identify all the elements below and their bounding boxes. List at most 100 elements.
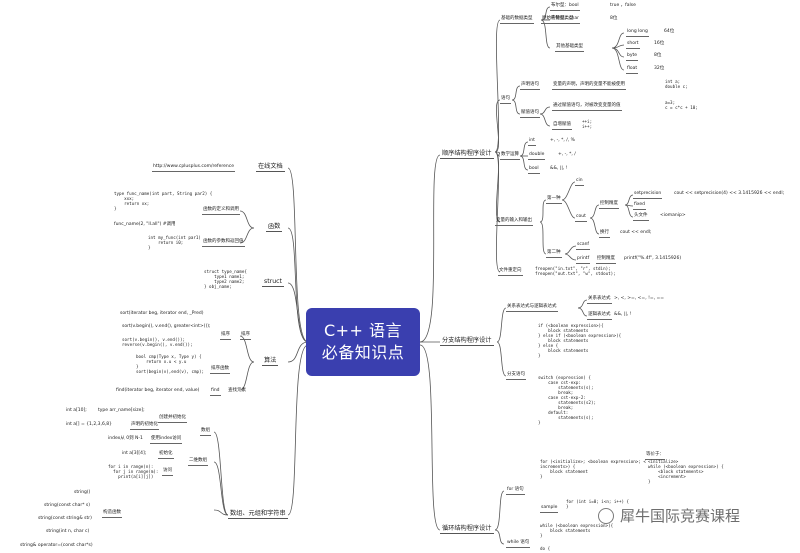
io-ctrl: 控制精度: [599, 201, 619, 209]
watermark: 犀牛国际竞赛课程: [598, 505, 798, 531]
struct-topic: struct: [262, 278, 284, 287]
file-code: freopen("in.txt", "r", stdin); freopen("…: [535, 266, 616, 276]
op-bool-list: &&, ||, !: [550, 166, 568, 171]
rel-node: 关系表达式与逻辑表达式: [506, 304, 558, 312]
logic-expr-ops: &&, ||, !: [614, 312, 632, 317]
array-2d-decl: int a[3][4];: [122, 451, 147, 456]
int-type-bits: 16位: [654, 41, 665, 46]
array-topic: 数组、元组和字符串: [228, 510, 288, 519]
sort-node: 排序: [240, 332, 251, 340]
array-node: 数组: [200, 428, 211, 436]
loop-topic: 循环结构程序设计: [440, 525, 494, 534]
func-call-code: func_name(2, "ll.all") #调用: [114, 222, 176, 227]
logic-expr: 逻辑表达式: [587, 312, 612, 320]
sort-cmp-code: bool cmp(Type x, Type y) { return x.u < …: [136, 354, 205, 374]
int-type-bits: 32位: [654, 66, 665, 71]
central-topic: C++ 语言 必备知识点: [306, 308, 420, 376]
op-double: double: [528, 152, 546, 160]
int-type-name: byte: [626, 53, 639, 61]
io-endl: 换行: [599, 230, 610, 238]
io-printf-code: printf("%.4f", 3.1415926): [624, 256, 682, 261]
sort-sig: sort(iterator beg, iterator end, _Pred): [120, 311, 204, 316]
find-sig: find(iterator beg, iterator end, value): [116, 388, 200, 393]
find-desc: 查找元素: [228, 388, 246, 393]
sample-code: for (int i=0; i<n; i++) { }: [566, 499, 630, 509]
ops-node: 数学运算: [500, 152, 520, 160]
docs-topic: 在线文档: [256, 163, 285, 172]
array-index-node: 使用index访问: [150, 436, 183, 444]
op-int-list: +, -, *, /, %: [550, 138, 575, 143]
array-2d-loop: for i in range(n): for j in range(m): pr…: [108, 464, 159, 479]
struct-code: struct type_name{ type1 name1; type2 nam…: [204, 269, 247, 289]
seq-topic: 顺序结构程序设计: [440, 150, 494, 159]
func-param-node: 函数的参数和返回值: [202, 239, 245, 247]
int-type-name: long long: [626, 29, 649, 37]
for-code: for (<initialize>; <boolean expression>;…: [540, 459, 646, 479]
array-decl: int a[10];: [66, 408, 87, 413]
op-double-list: +, -, *, /: [558, 152, 576, 157]
string-ctor: string(int n, char c): [46, 529, 90, 534]
types-node: 基础的数据类型: [500, 16, 534, 24]
incr-code: ++i; i++;: [582, 119, 593, 129]
func-topic: 函数: [266, 223, 283, 232]
array-list-init-node: 声明的初始化: [130, 422, 159, 430]
equiv-label: 等价于：: [645, 452, 665, 460]
branch-topic: 分支结构程序设计: [440, 337, 494, 346]
bool-values: true ，false: [610, 3, 636, 8]
assign-desc: 通过赋值语句，对被改变变量的值: [552, 103, 622, 111]
char-bits: 8位: [610, 16, 618, 21]
array-2d-node: 二维数组: [188, 458, 208, 466]
string-ctor: string(const string& str): [38, 516, 92, 521]
decl-node: 声明语句: [520, 82, 540, 90]
int-type-bits: 64位: [664, 29, 675, 34]
rel-expr-ops: >, <, >=, <=, !=, ==: [614, 296, 665, 301]
assign-code: a=3; c = c*c + 10;: [665, 100, 698, 110]
find-node: find: [210, 388, 221, 396]
central-topic-line1: C++ 语言: [323, 321, 403, 340]
array-init-node: 创建并初始化: [158, 415, 187, 423]
op-int: int: [528, 138, 536, 146]
io-scanf: scanf: [576, 242, 591, 250]
file-node: 文件重定向: [498, 268, 523, 276]
int-type-bits: 8位: [654, 53, 662, 58]
io-printf-ctrl: 控制精度: [596, 256, 616, 264]
string-assign-op: string& operator=(const char*s): [20, 543, 93, 548]
watermark-text: 犀牛国际竞赛课程: [620, 507, 741, 525]
assign-node: 赋值语句: [520, 110, 540, 118]
sort-reverse: sort(v.begin(), v.end()); reverse(v.begi…: [122, 337, 193, 347]
rel-expr: 关系表达式: [587, 296, 612, 304]
sel-node: 分支语句: [506, 372, 526, 380]
io-header: 头文件: [633, 213, 649, 221]
int-type-name: float: [626, 66, 639, 74]
for-node: for 语句: [506, 487, 525, 495]
incr-node: 自增赋值: [552, 122, 572, 130]
string-ctor: string(): [74, 490, 91, 495]
stmt-node: 语句: [500, 96, 511, 104]
string-ctor-node: 构造函数: [102, 510, 122, 518]
io-second: 第二种: [546, 250, 562, 258]
string-ctor: string(const char* s): [44, 503, 91, 508]
sort-sub-node: 排序: [220, 332, 231, 340]
switch-code: switch (expression) { case cst-exp: stat…: [538, 375, 596, 425]
io-fixed: fixed: [633, 202, 646, 210]
io-setprecision: setprecision: [633, 191, 663, 199]
algo-topic: 算法: [262, 357, 279, 366]
while-node: while 语句: [506, 540, 531, 548]
array-2d-access: 访问: [162, 468, 173, 476]
wechat-logo-icon: [598, 508, 614, 524]
sample-node: sample: [540, 505, 559, 513]
io-header-value: <iomanip>: [660, 213, 686, 218]
io-setprecision-code: cout << setprecision(4) << 3.1415926 << …: [674, 191, 785, 196]
func-param-code: int my_func(int par1) return i0; }: [148, 235, 201, 250]
array-decl-desc: type arr_name[size];: [98, 408, 145, 413]
int-types-node: 其他基础类型: [555, 44, 584, 52]
io-cin: cin: [575, 178, 584, 186]
op-bool: bool: [528, 166, 540, 174]
docs-url[interactable]: http://www.cplusplus.com/reference: [152, 164, 235, 172]
decl-desc: 变量的声明，声明的变量不能被使用: [552, 82, 626, 90]
io-endl-code: cout << endl;: [620, 230, 652, 235]
io-printf: printf: [576, 256, 591, 264]
char-type: 字符型：char: [550, 16, 580, 24]
